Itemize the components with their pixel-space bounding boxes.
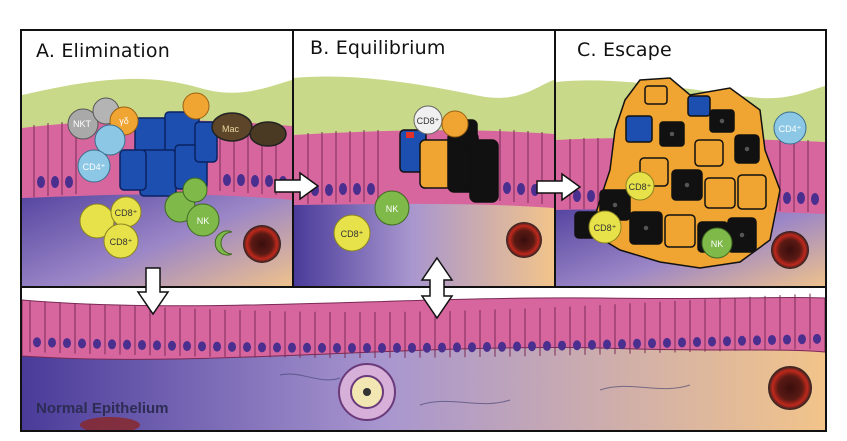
- cell-nucleus: [378, 342, 386, 353]
- cell-nucleus: [288, 342, 296, 353]
- cell-nucleus: [768, 334, 776, 345]
- panel-title-equilibrium: B. Equilibrium: [310, 37, 446, 59]
- cell-nucleus: [453, 342, 461, 353]
- cell-nucleus: [258, 342, 266, 353]
- panel-equilibrium: CD8⁺ NK CD8⁺: [294, 31, 554, 286]
- cell-label-gd: γδ: [119, 116, 129, 126]
- cell-nucleus: [423, 342, 431, 353]
- cell-nucleus: [813, 333, 821, 344]
- cell-nucleus: [303, 342, 311, 353]
- panel-title-elimination: A. Elimination: [36, 40, 170, 62]
- cell-nucleus: [318, 342, 326, 353]
- cell-nucleus: [528, 341, 536, 352]
- panel-elimination: Mac NKT CD4⁺ γδ CD8⁺ CD8⁺ NK: [22, 31, 292, 286]
- cell-nucleus: [198, 341, 206, 352]
- immune-cells-a: NKT CD4⁺ γδ CD8⁺ CD8⁺ NK: [67, 92, 220, 259]
- immune-cells-b: CD8⁺ NK CD8⁺: [333, 105, 469, 252]
- cell-nucleus: [393, 342, 401, 353]
- cell-nucleus: [618, 339, 626, 350]
- cell-label-cd4: CD4⁺: [83, 162, 106, 172]
- bottom-label-normal-epithelium: Normal Epithelium: [36, 400, 169, 417]
- cell-nucleus: [63, 338, 71, 349]
- immune-cells-c: CD4⁺ CD8⁺ CD8⁺ NK: [588, 111, 807, 259]
- cell-nucleus: [33, 337, 41, 348]
- panel-normal-epithelium: [22, 288, 825, 430]
- cell-nucleus: [78, 338, 86, 349]
- cell-nucleus: [93, 338, 101, 349]
- cell-nucleus: [738, 335, 746, 346]
- cell-nucleus: [213, 341, 221, 352]
- tumor-cells-blue: [119, 111, 218, 197]
- cell-nucleus: [573, 340, 581, 351]
- cell-nucleus: [783, 334, 791, 345]
- cell-nucleus: [678, 337, 686, 348]
- cell-label-cd8: CD8⁺: [629, 182, 652, 192]
- cell-nucleus: [633, 338, 641, 349]
- blood-vessel: [768, 366, 812, 410]
- cell-nucleus: [648, 338, 656, 349]
- cell-label-nk: NK: [711, 239, 724, 249]
- cell-nucleus: [333, 342, 341, 353]
- cell-label-mac: Mac: [222, 124, 240, 134]
- blood-vessel: [506, 222, 542, 258]
- arrow-b-double: [420, 256, 454, 320]
- cell-nucleus: [168, 340, 176, 351]
- cell-nucleus: [108, 339, 116, 350]
- cell-nucleus: [438, 342, 446, 353]
- cell-nucleus: [513, 341, 521, 352]
- cell-nucleus: [558, 340, 566, 351]
- blood-vessel: [243, 225, 281, 263]
- cell-nucleus: [183, 341, 191, 352]
- cell-nucleus: [753, 335, 761, 346]
- cell-nucleus: [48, 337, 56, 348]
- macrophage: [249, 121, 287, 147]
- cell-nucleus: [348, 342, 356, 353]
- cell-label-nk: NK: [197, 216, 210, 226]
- cell-nucleus: [138, 340, 146, 351]
- cell-label-cd4: CD4⁺: [779, 124, 802, 134]
- arrow-b-to-c: [536, 172, 582, 202]
- cell-nucleus: [123, 339, 131, 350]
- cell-label-cd8: CD8⁺: [110, 237, 133, 247]
- cell-label-nk: NK: [386, 204, 399, 214]
- cell-label-nkt: NKT: [73, 119, 92, 129]
- cell-nucleus: [228, 341, 236, 352]
- cell-nucleus: [243, 342, 251, 353]
- epithelium-layer-bottom: [22, 293, 825, 360]
- cell-nucleus: [693, 337, 701, 348]
- cell-nucleus: [723, 336, 731, 347]
- cell-label-cd8: CD8⁺: [341, 229, 364, 239]
- cell-nucleus: [588, 339, 596, 350]
- cell-nucleus: [603, 339, 611, 350]
- arrow-a-to-b: [274, 171, 320, 201]
- panel-escape: CD4⁺ CD8⁺ CD8⁺ NK: [556, 31, 825, 286]
- cell-nucleus: [408, 342, 416, 353]
- cell-label-cd8: CD8⁺: [594, 223, 617, 233]
- cell-nucleus: [273, 342, 281, 353]
- cell-nucleus: [663, 337, 671, 348]
- cell-nucleus: [363, 342, 371, 353]
- cell-nucleus: [153, 340, 161, 351]
- cell-nucleus: [498, 341, 506, 352]
- cell-label-cd8: CD8⁺: [417, 116, 440, 126]
- blood-vessel: [771, 231, 809, 269]
- cell-nucleus: [543, 340, 551, 351]
- cell-nucleus: [708, 336, 716, 347]
- panel-title-escape: C. Escape: [577, 39, 672, 61]
- cell-nucleus: [468, 342, 476, 353]
- cell-nucleus: [483, 342, 491, 353]
- arrow-a-down: [136, 267, 170, 316]
- cell-label-cd8: CD8⁺: [115, 208, 138, 218]
- macrophage: [211, 112, 253, 142]
- cell-nucleus: [798, 334, 806, 345]
